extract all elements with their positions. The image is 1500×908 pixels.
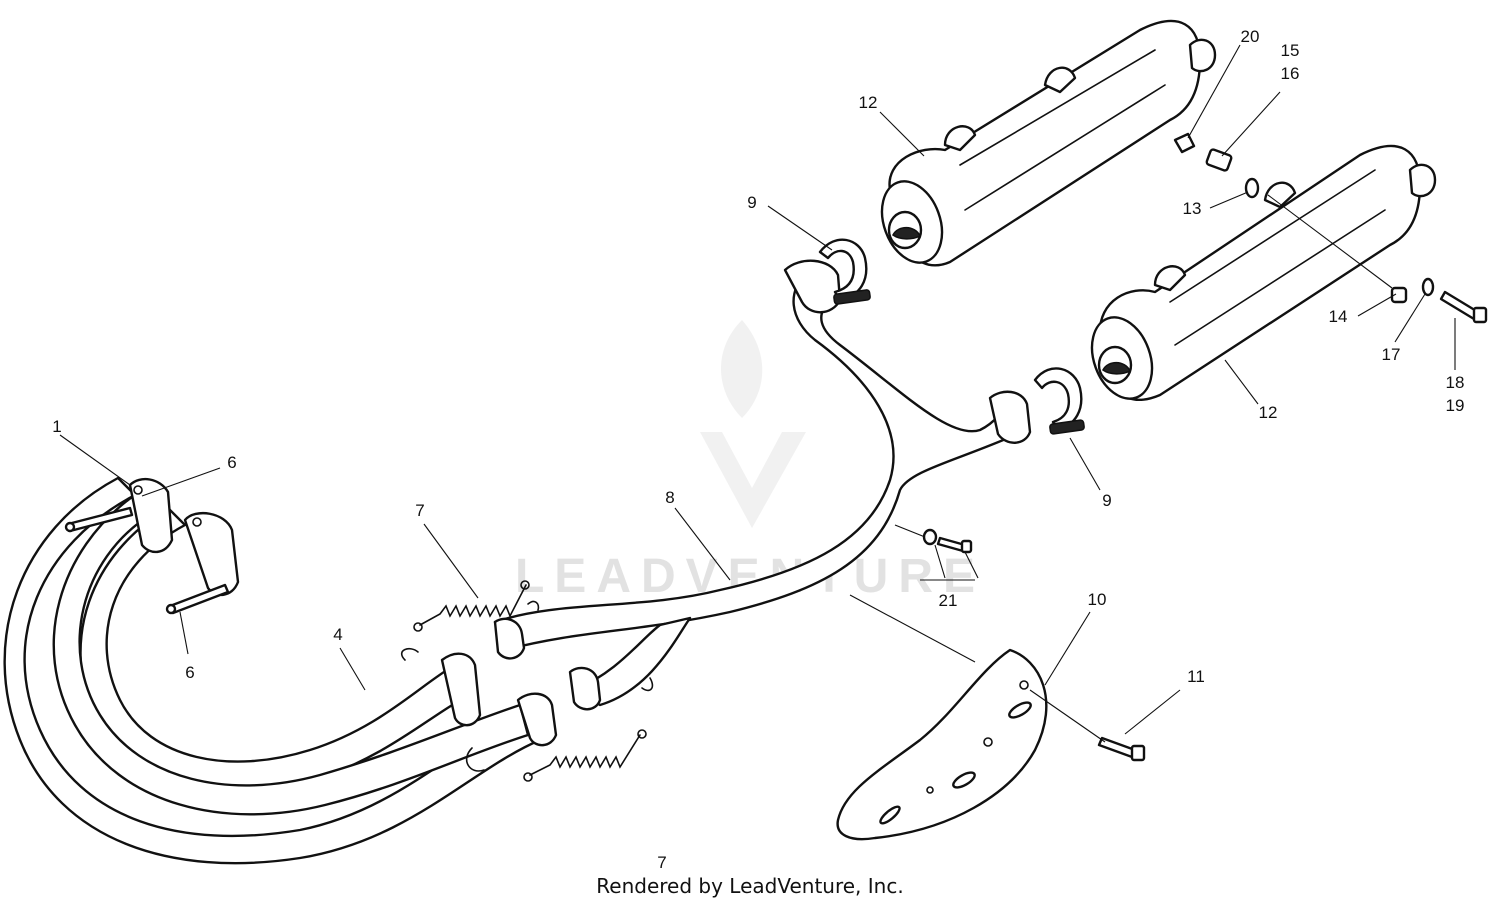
clamp-lower — [1033, 367, 1085, 435]
callout-19: 19 — [1446, 396, 1465, 415]
callout-4: 4 — [333, 625, 342, 644]
callout-20: 20 — [1241, 27, 1260, 46]
callout-6-upper: 6 — [227, 453, 236, 472]
callout-9-lower: 9 — [1102, 491, 1111, 510]
washer-13 — [1244, 177, 1260, 199]
washer-21 — [922, 528, 938, 546]
header-pipes — [3, 476, 558, 865]
callout-16: 16 — [1281, 64, 1300, 83]
bolt-21 — [936, 536, 973, 554]
flange-bolt-upper — [64, 506, 134, 533]
callout-labels: 1 6 6 4 7 7 8 9 9 10 11 12 12 13 14 15 1… — [52, 27, 1464, 872]
callout-15: 15 — [1281, 41, 1300, 60]
spring-upper — [413, 580, 530, 632]
callout-7-lower: 7 — [657, 853, 666, 872]
collar-15-16 — [1205, 148, 1233, 172]
bolt-11 — [1097, 736, 1146, 762]
callout-12-lower: 12 — [1259, 403, 1278, 422]
callout-13: 13 — [1183, 199, 1202, 218]
heat-shield — [836, 648, 1048, 841]
washer-17 — [1421, 277, 1435, 297]
muffler-upper — [880, 19, 1217, 267]
muffler-lower — [1090, 144, 1437, 401]
leadventure-watermark-logo — [700, 320, 806, 528]
callout-17: 17 — [1382, 345, 1401, 364]
callout-10: 10 — [1088, 590, 1107, 609]
spring-lower — [523, 729, 647, 782]
callout-8: 8 — [665, 488, 674, 507]
callout-14: 14 — [1329, 307, 1348, 326]
bolt-18-19 — [1439, 290, 1488, 324]
callout-7-upper: 7 — [415, 501, 424, 520]
footer-credit: Rendered by LeadVenture, Inc. — [596, 874, 904, 898]
y-pipe — [493, 259, 1032, 711]
flange-bolt-lower — [165, 583, 230, 615]
callout-18: 18 — [1446, 373, 1465, 392]
callout-6-lower: 6 — [185, 663, 194, 682]
leader-lines — [59, 44, 1456, 743]
collar-14 — [1390, 286, 1408, 304]
collar-20 — [1173, 132, 1196, 154]
callout-21: 21 — [939, 591, 958, 610]
callout-11: 11 — [1187, 667, 1205, 686]
callout-1: 1 — [52, 417, 61, 436]
callout-9-upper: 9 — [747, 193, 756, 212]
clamp-upper — [818, 238, 871, 305]
callout-12-upper: 12 — [859, 93, 878, 112]
